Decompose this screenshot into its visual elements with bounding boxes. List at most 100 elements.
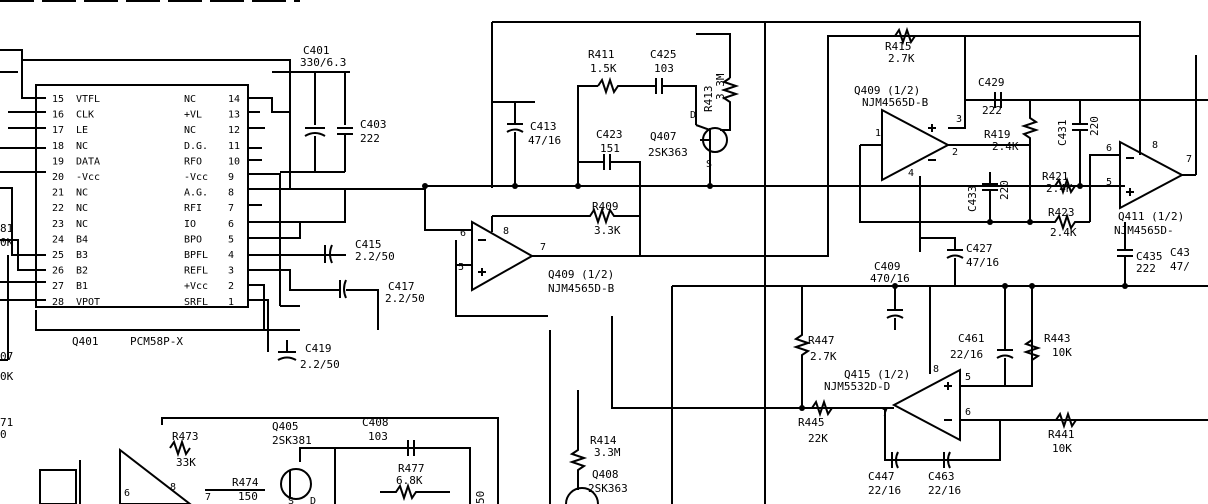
svg-text:2.7K: 2.7K	[888, 52, 915, 65]
svg-text:470/16: 470/16	[870, 272, 910, 285]
svg-text:R415: R415	[885, 40, 912, 53]
ic-right-pin-number: 10	[228, 156, 240, 167]
q411-opamp	[1089, 55, 1197, 222]
r421-label: R421 2.4K	[1042, 170, 1073, 195]
c401-label: C401 330/6.3	[300, 44, 346, 69]
ic-right-pin-name: BPFL	[184, 250, 208, 261]
ic-left-pin-number: 20	[52, 172, 64, 183]
q405-pin-d: D	[310, 496, 316, 504]
ic-left-pin-number: 21	[52, 188, 64, 199]
r471-label: 71 0	[0, 416, 13, 441]
q409b-pin-8: 8	[503, 226, 509, 237]
ic-left-pin-number: 27	[52, 281, 64, 292]
ic-left-pin-name: VPOT	[76, 297, 100, 308]
svg-text:151: 151	[600, 142, 620, 155]
svg-text:R447: R447	[808, 334, 835, 347]
c447-label: C447 22/16	[868, 470, 901, 497]
ic-left-pin-name: NC	[76, 141, 88, 152]
c427-label: C427 47/16	[966, 242, 999, 269]
q411-pin-8: 8	[1152, 140, 1158, 151]
q409b-pin-6: 6	[460, 228, 466, 239]
ic-right-pin-number: 3	[228, 266, 234, 277]
svg-text:C43: C43	[1170, 246, 1190, 259]
q-bottom-pin-6: 6	[124, 488, 130, 499]
q-bottom-pin-7: 7	[205, 492, 211, 503]
q407-pin-s: S	[706, 159, 712, 170]
r474-label: R474 150	[232, 476, 259, 503]
r415-label: R415 2.7K	[885, 40, 915, 65]
svg-text:Q409 (1/2): Q409 (1/2)	[548, 268, 614, 281]
svg-text:R474: R474	[232, 476, 259, 489]
svg-text:81: 81	[0, 222, 13, 235]
c463-label: C463 22/16	[928, 470, 961, 497]
ic-q401-pcm58p	[35, 84, 249, 308]
ic-right-pin-name: SRFL	[184, 297, 208, 308]
ic-left-pin-name: B1	[76, 281, 88, 292]
junction-dots	[422, 183, 1128, 411]
svg-text:Q415 (1/2): Q415 (1/2)	[844, 368, 910, 381]
svg-text:1.5K: 1.5K	[590, 62, 617, 75]
ic-left-pin-name: B4	[76, 234, 88, 245]
c450-label: 50	[474, 491, 487, 504]
q409b-pin-5: 5	[458, 262, 464, 273]
r411-label: R411 1.5K	[588, 48, 617, 75]
ic-right-pin-number: 8	[228, 188, 234, 199]
svg-text:NJM4565D-B: NJM4565D-B	[862, 96, 929, 109]
q409b-opamp	[424, 35, 1140, 317]
ic-left-pin-number: 18	[52, 141, 64, 152]
q408-jfet	[549, 286, 673, 504]
ic-right-pin-name: REFL	[184, 266, 208, 277]
ic-left-pin-name: VTFL	[76, 94, 100, 105]
ic-left-pin-name: NC	[76, 203, 88, 214]
svg-text:47/16: 47/16	[966, 256, 999, 269]
svg-text:R477: R477	[398, 462, 425, 475]
ic-left-pin-number: 19	[52, 156, 64, 167]
q405-pin-s: S	[288, 496, 294, 504]
ic-left-pin-number: 24	[52, 234, 64, 245]
svg-text:2.4K: 2.4K	[1050, 226, 1077, 239]
svg-text:R441: R441	[1048, 428, 1075, 441]
svg-text:0K: 0K	[0, 236, 14, 249]
svg-text:C427: C427	[966, 242, 993, 255]
c423-label: C423 151	[596, 128, 623, 155]
svg-text:6.8K: 6.8K	[396, 474, 423, 487]
ic-right-pin-number: 4	[228, 250, 234, 261]
ic-right-pin-name: D.G.	[184, 141, 208, 152]
c415-cap	[324, 244, 346, 264]
c409-cap	[886, 286, 904, 330]
svg-text:222: 222	[982, 104, 1002, 117]
ic-left-pin-name: B3	[76, 250, 88, 261]
svg-text:C417: C417	[388, 280, 415, 293]
svg-text:C415: C415	[355, 238, 382, 251]
svg-text:C447: C447	[868, 470, 895, 483]
svg-text:C419: C419	[305, 342, 332, 355]
svg-text:C408: C408	[362, 416, 389, 429]
svg-text:C403: C403	[360, 118, 387, 131]
svg-text:R473: R473	[172, 430, 199, 443]
ic-left-pin-name: DATA	[76, 156, 100, 167]
ic-right-pin-name: IO	[184, 219, 196, 230]
r419-label: R419 2.4K	[984, 128, 1019, 153]
ic-right-pin-name: NC	[184, 94, 196, 105]
left-wiring	[0, 49, 300, 361]
r419-resistor	[1020, 100, 1040, 222]
r413-label: R413 3.3M	[702, 73, 727, 112]
q405-label: Q405 2SK381	[272, 420, 312, 447]
svg-text:R414: R414	[590, 434, 617, 447]
svg-text:3.3K: 3.3K	[594, 224, 621, 237]
c43x-label: C43 47/	[1170, 246, 1190, 273]
svg-text:R421: R421	[1042, 170, 1069, 183]
c461-label: C461 22/16	[950, 332, 985, 361]
r441-resistor	[1055, 410, 1077, 430]
ic-left-pin-number: 17	[52, 125, 64, 136]
c427-cap	[920, 237, 964, 286]
q411-pin-7: 7	[1186, 154, 1192, 165]
c401-c403-group	[272, 60, 353, 173]
r445-label: R445 22K	[798, 416, 828, 445]
ic-left-pin-number: 16	[52, 110, 64, 121]
c463-cap	[943, 451, 951, 469]
r409-label: R409 3.3K	[592, 200, 621, 237]
ic-left-pin-number: 25	[52, 250, 64, 261]
ic-right-wiring	[248, 97, 425, 350]
